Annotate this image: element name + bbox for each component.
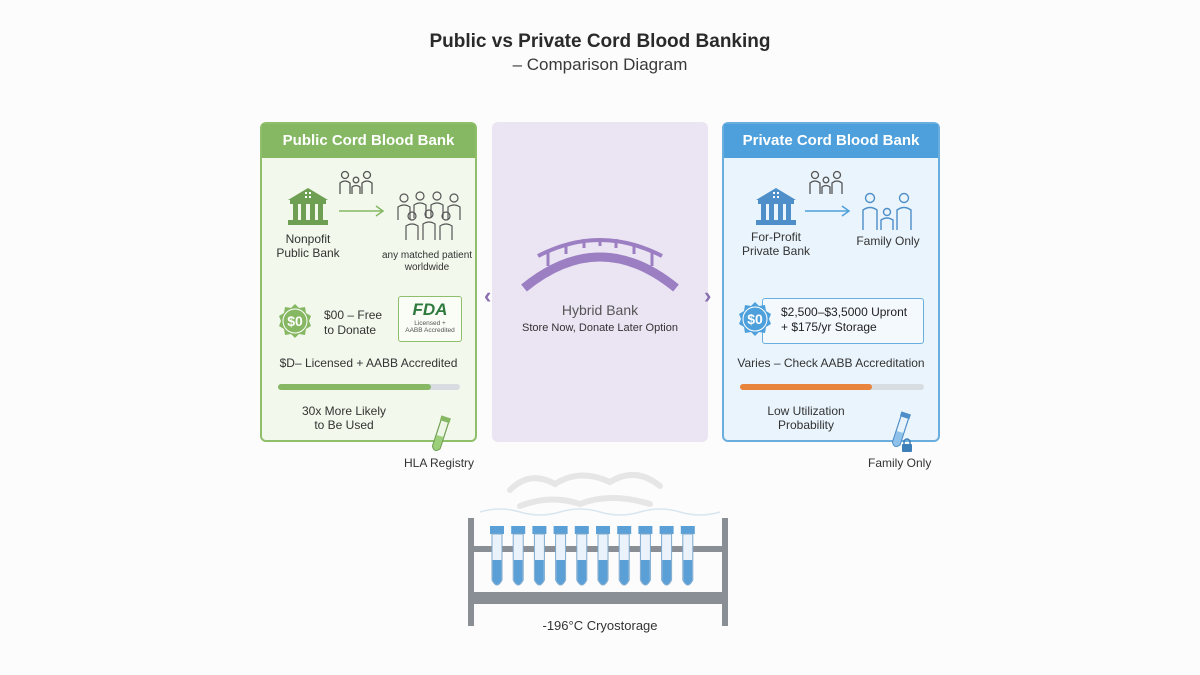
cryo-vial — [490, 526, 504, 586]
zero-cost-badge: $0 — [278, 304, 312, 338]
cryo-vial — [659, 526, 674, 586]
private-cost-text: $2,500–$3,5000 Upront+ $175/yr Storage — [781, 305, 908, 334]
cryo-vial — [617, 526, 632, 586]
title-line-2: – Comparison Diagram — [512, 55, 688, 74]
hybrid-title: Hybrid Bank — [561, 302, 639, 318]
vial-row — [490, 526, 695, 586]
public-bank-panel: Public Cord Blood Bank — [260, 122, 477, 451]
cryo-vial — [553, 526, 568, 586]
title-line-1: Public vs Private Cord Blood Banking — [429, 31, 771, 52]
family-members-icon — [862, 192, 912, 230]
arrow-right-icon — [805, 205, 851, 217]
hospital-building-icon — [288, 188, 328, 225]
cryo-vial — [532, 526, 547, 586]
lock-icon — [902, 444, 912, 452]
cost-badge: $0 — [738, 302, 772, 336]
cryo-vial — [511, 526, 526, 586]
public-registry-label: HLA Registry — [404, 456, 475, 470]
chevron-left-icon: ‹ — [484, 283, 492, 308]
public-usage-bar-fill — [278, 384, 431, 390]
chevron-right-icon: › — [704, 283, 712, 308]
cryostorage-rack-illustration — [468, 472, 728, 626]
arrow-right-icon — [339, 205, 385, 217]
private-registry-label: Family Only — [868, 456, 932, 470]
seal-badge-icon — [739, 302, 771, 336]
family-icon — [809, 170, 843, 194]
private-cost-box: $2,500–$3,5000 Upront+ $175/yr Storage — [762, 298, 924, 344]
private-accreditation: Varies – Check AABB Accreditation — [737, 356, 925, 370]
seal-badge-icon — [279, 304, 311, 338]
fda-licensed-stamp: FDA Licensed + AABB Accredited — [398, 296, 462, 342]
private-usage-bar — [740, 384, 924, 390]
cryo-vial — [596, 526, 610, 586]
private-recipient-label: Family Only — [856, 234, 920, 248]
test-tube-icon — [431, 415, 451, 451]
rack-left-post — [468, 518, 474, 626]
locked-vial-icon — [891, 411, 912, 452]
cryo-vial — [574, 526, 589, 586]
public-accreditation: $D– Licensed + AABB Accredited — [279, 356, 458, 370]
bank-building-icon — [756, 188, 796, 225]
public-usage-bar — [278, 384, 460, 390]
cryostorage-label: -196°C Cryostorage — [542, 618, 658, 633]
private-usage-bar-fill — [740, 384, 873, 390]
diagram-title: Public vs Private Cord Blood Banking – C… — [0, 30, 1200, 76]
private-panel-header: Private Cord Blood Bank — [724, 124, 938, 158]
cryo-vial — [638, 526, 653, 586]
hybrid-bank-panel: Hybrid Bank Store Now, Donate Later Opti… — [492, 122, 708, 442]
bridge-icon — [521, 238, 679, 292]
family-icon — [339, 170, 373, 194]
cryo-vial — [680, 526, 695, 586]
rack-right-post — [722, 518, 728, 626]
crowd-of-patients-icon — [397, 191, 461, 240]
public-panel-header: Public Cord Blood Bank — [262, 124, 475, 158]
rack-bottom-shelf — [474, 592, 722, 604]
vapor-clouds — [507, 472, 663, 509]
hybrid-subtitle: Store Now, Donate Later Option — [522, 322, 678, 334]
